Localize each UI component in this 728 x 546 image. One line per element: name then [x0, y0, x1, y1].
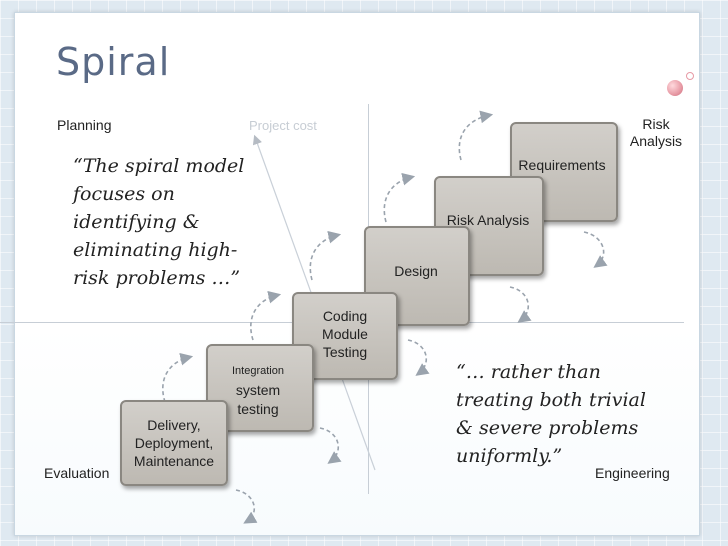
loop-arrow [249, 290, 282, 341]
step-label-line: Integration [232, 365, 284, 377]
pin-decoration-small [686, 72, 694, 80]
step-label-line: testing [237, 401, 279, 417]
quote-left: “The spiral model focuses on identifying… [73, 152, 244, 292]
loop-arrow [309, 230, 342, 281]
step-delivery [120, 400, 228, 486]
loop-arrow [319, 427, 342, 464]
loop-arrow [235, 489, 258, 524]
slide-title: Spiral [56, 40, 171, 84]
quadrant-label-engineering: Engineering [595, 465, 670, 481]
step-label-integration: Integration system testing [206, 362, 310, 419]
step-label-line: Coding [322, 308, 368, 324]
step-label-line: Module [322, 326, 368, 342]
loop-arrow [458, 110, 494, 161]
step-label-coding: Coding Module Testing [296, 307, 394, 361]
loop-arrow [161, 352, 194, 403]
quote-line: eliminating high- [73, 239, 238, 261]
loop-arrow [509, 286, 532, 323]
loop-arrow [383, 172, 416, 223]
quadrant-label-planning: Planning [57, 117, 112, 133]
quadrant-label-risk-analysis: Risk Analysis [629, 116, 683, 149]
loop-arrow [407, 339, 430, 376]
quote-line: identifying & [73, 211, 200, 233]
quote-line: & severe problems [456, 417, 639, 439]
quote-line: “… rather than [456, 361, 601, 383]
quadrant-label-evaluation: Evaluation [44, 465, 110, 481]
step-label-line: system [235, 382, 281, 398]
quote-line: “The spiral model [73, 155, 245, 177]
quote-line: risk problems …” [73, 267, 241, 289]
quote-right: “… rather than treating both trivial & s… [456, 358, 646, 470]
step-label-risk-analysis: Risk Analysis [446, 212, 530, 228]
step-label-line: Maintenance [133, 453, 215, 469]
step-label-line: Testing [322, 344, 368, 360]
pin-decoration [667, 80, 683, 96]
quote-line: focuses on [73, 183, 175, 205]
quote-line: uniformly.” [456, 445, 563, 467]
step-label-design: Design [394, 263, 438, 279]
loop-arrow [583, 231, 608, 268]
step-label-delivery: Delivery, Deployment, Maintenance [120, 416, 228, 470]
step-label-line: Delivery, [147, 417, 201, 433]
quote-line: treating both trivial [456, 389, 646, 411]
step-label-line: Deployment, [134, 435, 214, 451]
step-label-requirements: Requirements [518, 157, 606, 173]
project-cost-label: Project cost [249, 118, 317, 133]
